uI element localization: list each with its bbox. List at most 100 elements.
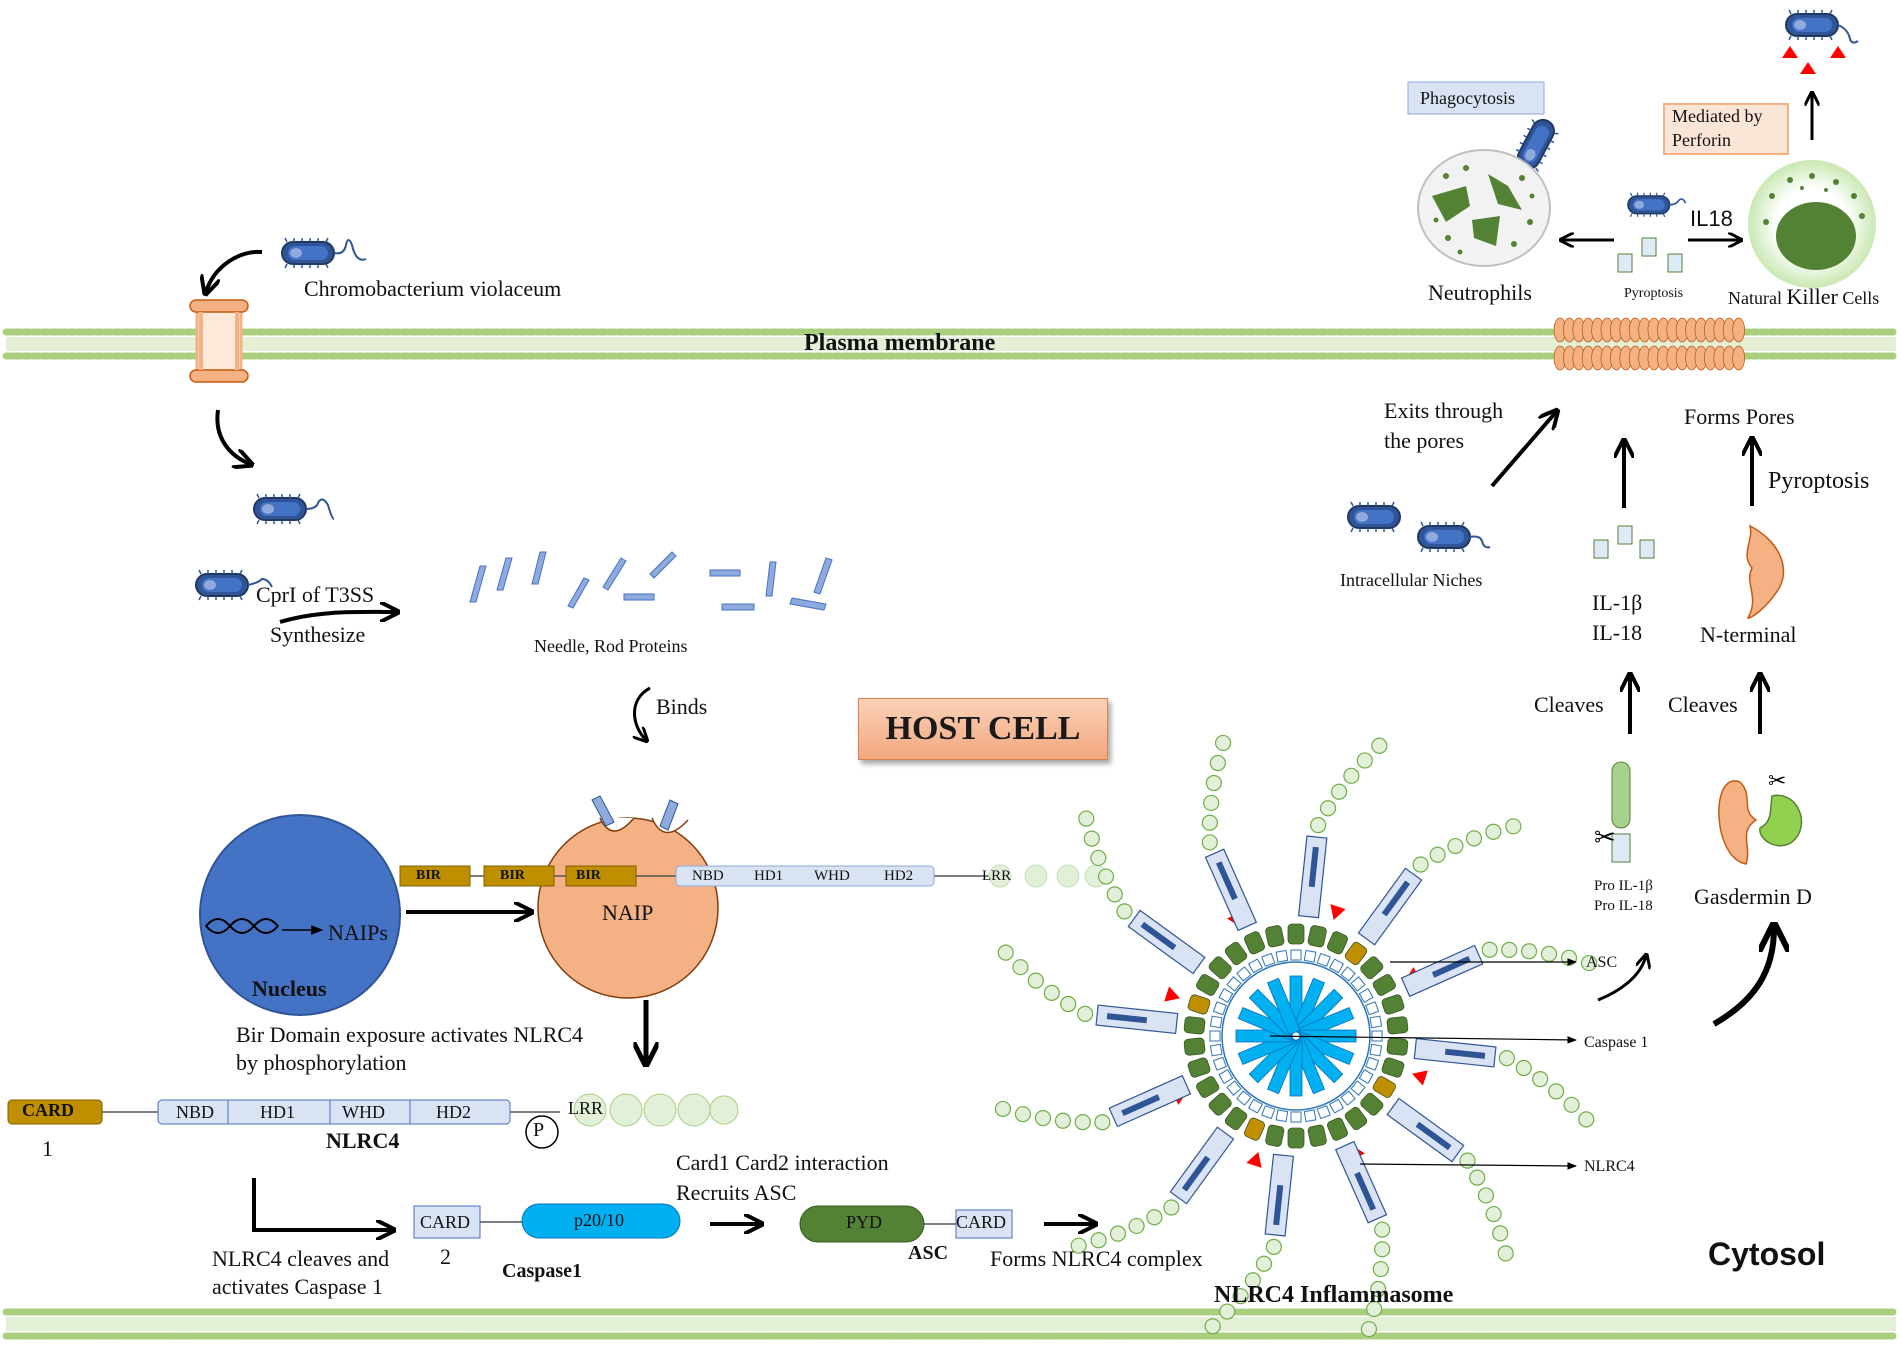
label-nucleus: Nucleus [252,976,327,1001]
gasdermin-c-terminal [1759,794,1803,847]
red-marker [1246,1152,1262,1168]
pore-icon [1553,317,1745,371]
lrr-bead [1201,834,1218,851]
label-pro-il1b: Pro IL-1β [1594,878,1653,894]
nlrc4-block-core [1308,846,1319,888]
label-pyd: PYD [846,1212,883,1232]
lrr-bead [1265,1238,1282,1255]
lrr-bead [1371,737,1388,754]
lrr-bead [1310,817,1327,834]
ring-bead [1244,931,1266,955]
caspase-spoke [1266,977,1301,1036]
ring-bead [1326,1117,1348,1141]
label-naip-lrr: LRR [982,868,1012,884]
label-bir-exposure-2: by phosphorylation [236,1050,407,1075]
lrr-bead [1106,886,1123,903]
ring-bead [1183,1037,1206,1056]
label-pointer-caspase: Caspase 1 [1584,1034,1649,1051]
label-il18-top: IL18 [1690,206,1733,231]
lrr-bead [1477,1187,1495,1204]
label-intracellular: Intracellular Niches [1340,570,1483,590]
ring-square [1209,1030,1221,1042]
lrr-bead [1429,846,1446,863]
lrr-bead [1077,1005,1094,1022]
label-nlrc4-card: CARD [22,1100,74,1120]
label-perforin-1: Mediated by [1672,106,1763,126]
lrr-bead [1343,767,1360,784]
host-cell-badge: HOST CELL [858,698,1108,760]
label-pyroptosis-small: Pyroptosis [1624,286,1684,301]
ring-bead [1372,974,1396,996]
nk-cell-icon [1748,160,1876,288]
label-cleaves-left: Cleaves [1534,692,1604,717]
lrr-bead [1204,1318,1221,1335]
ring-square [1303,1109,1317,1123]
label-neutrophils: Neutrophils [1428,280,1532,305]
label-bacterium: Chromobacterium violaceum [304,276,562,301]
ring-bead [1386,1037,1409,1056]
red-marker [1330,904,1346,920]
label-naip-hd1: HD1 [754,868,784,884]
ring-bead [1196,1076,1220,1098]
lrr-bead [1505,818,1522,835]
ring-bead [1224,1106,1248,1131]
red-marker [1164,986,1180,1002]
label-naip-nbd: NBD [692,868,724,884]
ring-square [1247,958,1264,974]
ring-square [1261,952,1276,967]
arrow-binds [635,686,651,740]
ring-square [1275,1109,1289,1123]
pore-subunit [1732,317,1745,343]
ring-square [1328,958,1345,974]
ring-bead [1386,1016,1409,1035]
lrr-bead [1501,941,1518,958]
label-asc-card: CARD [956,1212,1007,1232]
lrr-bead [1090,1232,1107,1249]
ring-bead [1265,925,1285,948]
lrr-bead [1580,954,1598,972]
dna-icon [205,918,324,935]
lrr-bead [1201,814,1218,831]
ring-inner [1221,961,1371,1111]
lrr-bead [1083,830,1100,847]
lrr-bead [1540,945,1558,962]
lrr-bead [1319,800,1337,817]
lrr-bead [994,1100,1012,1118]
lrr-bead [1097,868,1115,885]
label-nlrc4-lrr: LRR [568,1098,604,1118]
nlrc4-block-core [1444,1048,1486,1059]
ring-bead [1208,956,1232,980]
ring-square [1226,1080,1242,1096]
lrr-bead [1548,1083,1565,1100]
lrr-bead [1560,949,1578,966]
lrr-bead [1074,1114,1091,1131]
scissors-icon: ✂ [1594,823,1616,853]
nlrc4-block-core [1121,1094,1161,1117]
lrr-bead [1485,823,1502,840]
ring-bead [1187,1057,1211,1078]
label-cleaves-caspase-1: NLRC4 cleaves and [212,1246,390,1271]
nlrc4-block-core [1354,1171,1377,1211]
lrr-bead [1034,1110,1052,1127]
label-il18: IL-18 [1592,620,1643,645]
lrr-bead [1219,1303,1236,1320]
label-nlrc4-nbd: NBD [176,1102,215,1122]
ring-square [1236,1090,1252,1106]
ring-bead [1287,1127,1305,1149]
label-caspase1: Caspase1 [502,1260,583,1282]
label-nk-cells: Natural Killer Cells [1728,284,1879,309]
label-n-terminal: N-terminal [1700,622,1797,647]
ring-bead [1372,1076,1396,1098]
label-recruits-asc: Recruits ASC [676,1180,797,1205]
lrr-bead [1014,1106,1032,1123]
il-cytokines [1593,525,1655,559]
lrr-bead [1497,1245,1514,1262]
lrr-bead [1515,1059,1532,1077]
perforin-box [1663,103,1789,155]
ring-bead [1360,956,1384,980]
label-synthesize: Synthesize [270,622,366,647]
lrr-bead [1492,1225,1509,1242]
ring-bead [1208,1092,1232,1116]
label-forms-complex: Forms NLRC4 complex [990,1246,1203,1271]
